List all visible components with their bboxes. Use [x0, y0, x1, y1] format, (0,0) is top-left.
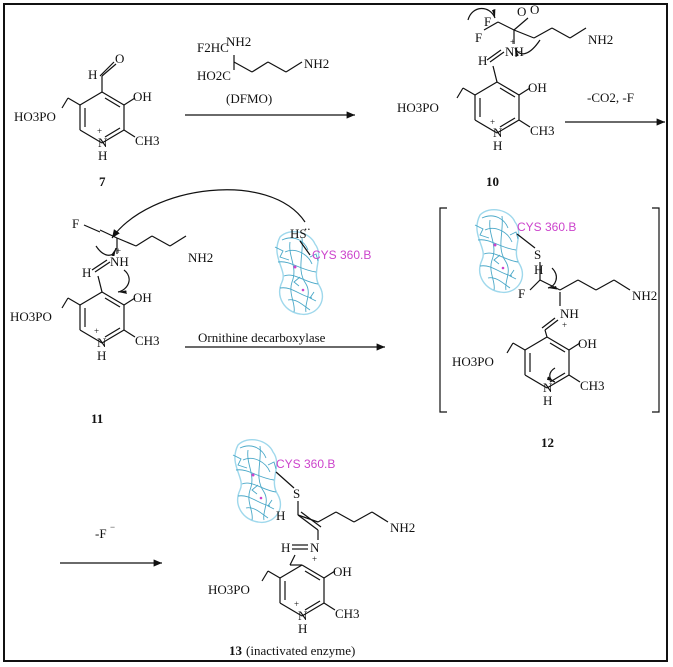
ring-nitrogen: N — [98, 135, 108, 150]
ring-nitrogen: N — [298, 608, 308, 623]
compound-label-13: 13 — [229, 643, 243, 658]
ring-charge: + — [97, 126, 102, 136]
vinyl-h: H — [276, 508, 285, 523]
imine-nh: NH — [110, 254, 129, 269]
ring-hydrogen: H — [298, 621, 307, 636]
protein-ribbon — [474, 208, 524, 294]
ring-hydrogen: H — [97, 348, 106, 363]
compound-12: CYS 360.B S H F NH2 NH + OH HO3PO CH3 N … — [439, 207, 660, 450]
imine-charge: + — [562, 320, 567, 330]
left-bracket — [439, 207, 447, 413]
step-decarboxylation: -CO2, -F — [587, 90, 634, 105]
terminal-nh2: NH2 — [188, 250, 213, 265]
compound-label-7: 7 — [99, 174, 106, 189]
thioether-s: S — [534, 247, 541, 262]
dfmo-nh2-delta: NH2 — [304, 56, 329, 71]
compound-13-note: (inactivated enzyme) — [246, 643, 355, 658]
carbonyl-o: O — [517, 4, 526, 19]
imine-nh: NH — [505, 44, 524, 59]
ring-hydrogen: H — [543, 393, 552, 408]
right-bracket — [652, 207, 660, 413]
compound-label-11: 11 — [91, 411, 103, 426]
nucleophilic-attack-arrow — [111, 189, 306, 239]
carboxylate-charge: − — [541, 0, 546, 9]
enzyme-odc: HS .. CYS 360.B — [274, 218, 371, 316]
terminal-nh2: NH2 — [588, 32, 613, 47]
imine-nh: NH — [560, 306, 579, 321]
carboxylate-o: O — [530, 2, 539, 17]
phosphate: HO3PO — [208, 582, 250, 597]
imine-charge: + — [510, 37, 515, 47]
ring-hydrogen: H — [493, 138, 502, 153]
fluorine: F — [518, 286, 525, 301]
imine-h: H — [281, 540, 290, 555]
thiol-hs: HS — [290, 226, 307, 241]
methyl: CH3 — [135, 333, 160, 348]
enzyme-name: Ornithine decarboxylase — [198, 330, 326, 345]
hydroxyl: OH — [578, 336, 597, 351]
protein-ribbon — [274, 230, 324, 316]
ring-hydrogen: H — [98, 148, 107, 163]
fluorine: F — [72, 216, 79, 231]
fluorine-side: F — [475, 30, 482, 45]
hydroxyl: OH — [333, 564, 352, 579]
ring-nitrogen: N — [97, 335, 107, 350]
methyl: CH3 — [135, 133, 160, 148]
cys-label: CYS 360.B — [276, 457, 335, 471]
phosphate: HO3PO — [452, 354, 494, 369]
figure-frame — [3, 3, 668, 662]
imine-n: N — [310, 540, 320, 555]
ring-charge: + — [94, 326, 99, 336]
aldehyde-h: H — [88, 67, 97, 82]
ring-charge: + — [490, 117, 495, 127]
protein-ribbon — [232, 438, 282, 524]
methyl: CH3 — [530, 123, 555, 138]
hydroxyl: OH — [528, 80, 547, 95]
fluorine-top: F — [484, 14, 491, 29]
svg-text:..: .. — [304, 218, 311, 233]
methyl: CH3 — [335, 606, 360, 621]
compound-label-12: 12 — [541, 435, 554, 450]
terminal-nh2: NH2 — [390, 520, 415, 535]
dfmo-name: (DFMO) — [226, 91, 272, 106]
compound-13: CYS 360.B S H NH2 N + H OH HO3PO CH3 + N… — [208, 438, 415, 658]
compound-10: H NH + F F O O − NH2 OH HO3PO CH3 + N H … — [397, 0, 613, 189]
dfmo-nh2-alpha: NH2 — [226, 34, 251, 49]
imine-h: H — [478, 53, 487, 68]
step-fluoride-loss: -F — [95, 526, 107, 541]
phosphate: HO3PO — [10, 309, 52, 324]
hydroxyl: OH — [133, 89, 152, 104]
thioether-s: S — [293, 486, 300, 501]
imine-charge: + — [312, 554, 317, 564]
dfmo-reagent: F2HC NH2 HO2C NH2 (DFMO) — [197, 34, 329, 106]
methyl: CH3 — [580, 378, 605, 393]
fluoride-charge: − — [110, 522, 115, 532]
phosphate: HO3PO — [397, 100, 439, 115]
cys-label: CYS 360.B — [517, 220, 576, 234]
aldehyde-o: O — [115, 51, 124, 66]
dfmo-f2hc: F2HC — [197, 40, 229, 55]
ring-charge: + — [294, 599, 299, 609]
hydroxyl: OH — [133, 290, 152, 305]
compound-11: H NH + F NH2 OH HO3PO CH3 + N H 11 — [10, 216, 213, 426]
terminal-nh2: NH2 — [632, 288, 657, 303]
dfmo-ho2c: HO2C — [197, 68, 231, 83]
ring-nitrogen: N — [543, 380, 553, 395]
compound-7: H O OH HO3PO CH3 + N H 7 — [14, 51, 160, 189]
cys-label: CYS 360.B — [312, 248, 371, 262]
ring-nitrogen: N — [493, 125, 503, 140]
phosphate: HO3PO — [14, 109, 56, 124]
imine-charge: + — [116, 246, 121, 256]
compound-label-10: 10 — [486, 174, 499, 189]
methine-h: H — [534, 262, 543, 277]
imine-h: H — [82, 265, 91, 280]
